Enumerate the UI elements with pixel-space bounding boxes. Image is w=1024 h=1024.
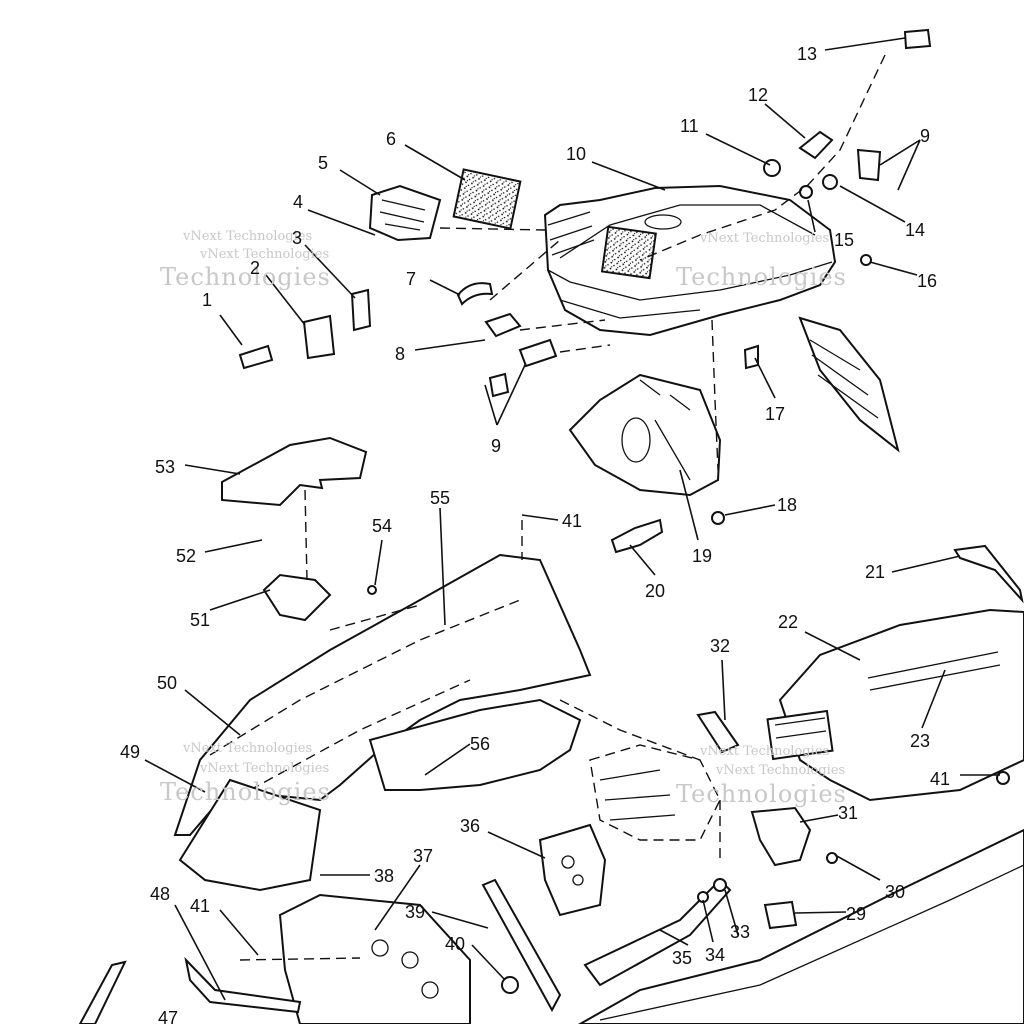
watermark-text: Technologies (676, 780, 847, 808)
part-label-37: 37 (413, 846, 433, 866)
part-label-31: 31 (838, 803, 858, 823)
watermark-text: vNext Technologies (699, 744, 829, 759)
part-label-19: 19 (692, 546, 712, 566)
part-label-5: 5 (318, 153, 328, 173)
part-label-11: 11 (680, 116, 699, 136)
part-label-52: 52 (176, 546, 196, 566)
part-label-16: 16 (917, 271, 937, 291)
leader-lines (144, 37, 1000, 1001)
part-label-49: 49 (120, 742, 140, 762)
watermark-text: vNext Technologies (699, 231, 829, 246)
watermark-text: vNext Technologies (182, 741, 312, 756)
part-label-3: 3 (292, 228, 302, 248)
part-label-2: 2 (250, 258, 260, 278)
part-label-12: 12 (748, 85, 768, 105)
part-label-38: 38 (374, 866, 394, 886)
watermark-text: Technologies (160, 778, 331, 806)
part-label-29: 29 (846, 904, 866, 924)
part-label-54: 54 (372, 516, 392, 536)
part-label-9: 9 (491, 436, 501, 456)
hood-small-parts (238, 28, 932, 398)
right-frame (750, 544, 1024, 930)
part-label-33: 33 (730, 922, 750, 942)
part-label-41: 41 (930, 769, 950, 789)
console-part (568, 373, 725, 554)
part-label-30: 30 (885, 882, 905, 902)
part-label-17: 17 (765, 404, 785, 424)
part-label-36: 36 (460, 816, 480, 836)
part-label-34: 34 (705, 945, 725, 965)
lower-frame (78, 710, 1024, 1024)
watermark-text: Technologies (676, 263, 847, 291)
part-label-50: 50 (157, 673, 177, 693)
part-label-6: 6 (386, 129, 396, 149)
part-label-10: 10 (566, 144, 586, 164)
part-label-40: 40 (445, 934, 465, 954)
part-label-22: 22 (778, 612, 798, 632)
part-label-15: 15 (834, 230, 854, 250)
part-label-32: 32 (710, 636, 730, 656)
part-labels: 1 2 3 4 5 6 7 8 9 10 11 12 13 9 14 15 16… (120, 44, 950, 1024)
watermark: vNext Technologies vNext Technologies Te… (160, 229, 847, 808)
watermark-text: vNext Technologies (199, 247, 329, 262)
main-body-panel (173, 436, 592, 892)
part-label-53: 53 (155, 457, 175, 477)
part-label-8: 8 (395, 344, 405, 364)
assembly-guides (239, 54, 886, 961)
part-label-41: 41 (562, 511, 582, 531)
part-label-4: 4 (293, 192, 303, 212)
part-label-18: 18 (777, 495, 797, 515)
watermark-text: vNext Technologies (182, 229, 312, 244)
part-label-7: 7 (406, 269, 416, 289)
part-label-55: 55 (430, 488, 450, 508)
part-label-20: 20 (645, 581, 665, 601)
part-label-41: 41 (190, 896, 210, 916)
part-label-47: 47 (158, 1008, 178, 1024)
part-label-35: 35 (672, 948, 692, 968)
watermark-text: Technologies (160, 263, 331, 291)
part-label-56: 56 (470, 734, 490, 754)
part-label-48: 48 (150, 884, 170, 904)
watermark-text: vNext Technologies (715, 763, 845, 778)
part-label-1: 1 (202, 290, 212, 310)
part-label-23: 23 (910, 731, 930, 751)
part-label-39: 39 (405, 902, 425, 922)
part-label-21: 21 (865, 562, 885, 582)
part-label-51: 51 (190, 610, 210, 630)
part-label-14: 14 (905, 220, 925, 240)
part-label-13: 13 (797, 44, 817, 64)
hood-assembly (543, 184, 900, 453)
part-label-9: 9 (920, 126, 930, 146)
watermark-text: vNext Technologies (199, 761, 329, 776)
